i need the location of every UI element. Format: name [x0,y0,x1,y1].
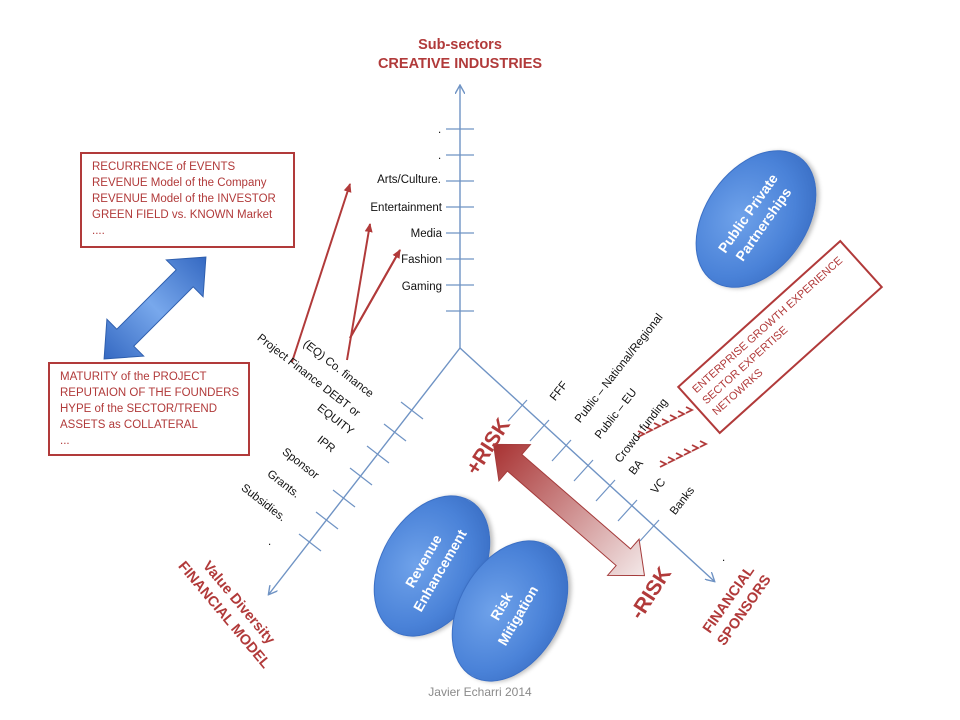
subsector-label: Gaming [401,281,442,293]
subsectors-title: Sub-sectors CREATIVE INDUSTRIES [360,36,560,74]
subsectors-title-line1: Sub-sectors [418,37,502,53]
project-factors-box: MATURITY of the PROJECT REPUTAION OF THE… [48,362,250,456]
vc-arrows [659,440,709,468]
blue-double-arrow [103,256,207,360]
box-line: RECURRENCE of EVENTS [92,161,236,173]
box-line: .... [92,225,105,237]
risk-double-arrow [492,443,646,577]
financial-sponsors-axis [459,347,714,581]
subsector-label: Fashion [401,254,442,266]
investor-factors-box: RECURRENCE of EVENTS REVENUE Model of th… [80,152,295,248]
box-line: REVENUE Model of the Company [92,177,267,189]
sponsor-label: . [722,552,726,564]
axes [269,86,714,594]
subsector-label: Media [410,228,442,240]
author-credit: Javier Echarri 2014 [428,685,532,699]
subsectors-title-line2: CREATIVE INDUSTRIES [377,56,543,72]
arrow-to-arts-culture [291,183,352,363]
financial-model-axis [269,347,461,594]
box-line: ... [60,435,70,447]
financial-model-ticks [298,401,424,552]
subsector-label: Arts/Culture. [377,174,441,186]
sponsor-ticks [507,399,660,542]
subsector-label: . [438,124,442,136]
arrow-to-project-finance [349,249,401,339]
box-line: MATURITY of the PROJECT [60,371,207,383]
arrow-to-entertainment [346,223,373,361]
box-line: HYPE of the SECTOR/TREND [60,403,217,415]
subsector-label: Entertainment [370,202,442,214]
box-line: GREEN FIELD vs. KNOWN Market [92,209,273,221]
subsector-ticks [446,128,474,312]
relation-arrows [291,183,401,363]
financial-model-label: . [268,536,272,548]
box-line: REVENUE Model of the INVESTOR [92,193,276,205]
subsector-label: . [438,150,442,162]
box-line: ASSETS as COLLATERAL [60,419,198,431]
box-line: REPUTAION OF THE FOUNDERS [60,387,240,399]
ba-arrows [637,406,695,438]
